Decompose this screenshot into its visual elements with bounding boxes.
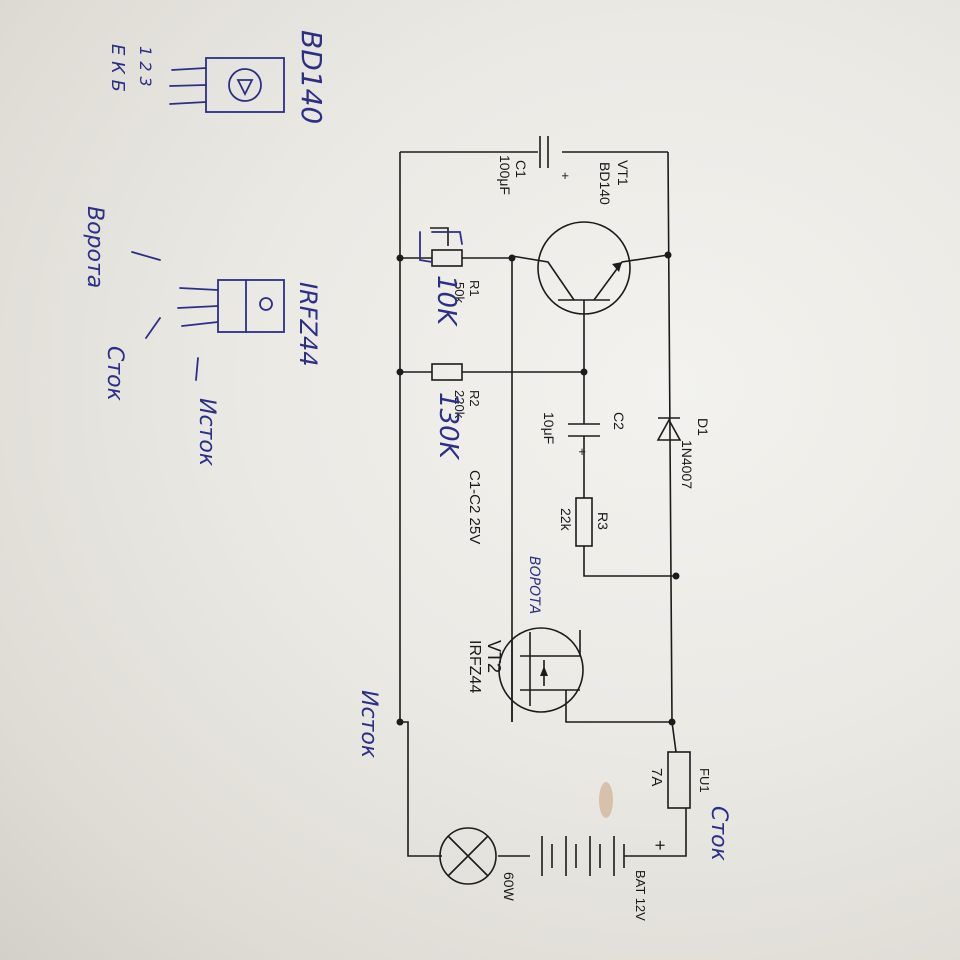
r2-printed-value: 220k <box>452 390 467 419</box>
vt2-source-note: Исток <box>356 690 381 759</box>
c2-plus: + <box>575 448 590 456</box>
left-rail-lower-wire <box>400 721 442 857</box>
fu1-fuse: FU1 7A Сток <box>648 721 731 862</box>
bat-plus: + <box>650 840 670 851</box>
lamp-value: 60W <box>501 872 517 902</box>
bat-value: BAT 12V <box>633 870 648 921</box>
d1-diode: D1 1N4007 <box>656 417 711 489</box>
vt2-gate-note: ВОРОТА <box>526 556 542 614</box>
vt2-part: IRFZ44 <box>466 640 483 693</box>
r3-resistor: R3 22k <box>558 497 676 577</box>
c2-ref: C2 <box>611 412 627 430</box>
fu1-ref: FU1 <box>697 768 712 793</box>
stain <box>599 782 613 818</box>
bd140-title: BD140 <box>295 30 328 124</box>
fu1-value: 7A <box>648 768 665 786</box>
r1-printed-value: 50k <box>452 282 467 303</box>
irfz44-sketch: IRFZ44 Ворота Сток Исток <box>82 206 322 467</box>
vt1-part: BD140 <box>597 162 613 205</box>
r1-ref: R1 <box>467 280 482 297</box>
r3-ref: R3 <box>595 512 611 530</box>
d1-ref: D1 <box>695 418 711 436</box>
r2-ref: R2 <box>467 390 482 407</box>
c2-capacitor: + C2 10μF <box>541 372 627 498</box>
bd140-sketch: 1 2 3 Е К Б BD140 <box>107 30 328 124</box>
r1-handwritten-bracket <box>419 231 463 263</box>
irfz44-title: IRFZ44 <box>294 282 322 367</box>
bd140-pin-letters: Е К Б <box>107 44 128 92</box>
c1-ref: C1 <box>513 160 529 178</box>
vt1-ref: VT1 <box>615 160 631 186</box>
source-label: Исток <box>194 398 219 467</box>
r3-value: 22k <box>558 508 574 532</box>
vt2-ref: VT2 <box>484 640 504 673</box>
fu1-drain-note: Сток <box>706 806 731 862</box>
battery: + BAT 12V <box>498 836 670 921</box>
vt2-mosfet: VT2 IRFZ44 ВОРОТА Исток <box>356 556 672 759</box>
drain-label: Сток <box>102 346 127 402</box>
r2-handwritten-value: 130K <box>433 392 463 461</box>
r1-handwritten-value: 10K <box>431 275 461 327</box>
d1-part: 1N4007 <box>679 440 695 489</box>
lamp: 60W <box>439 827 517 902</box>
r1-resistor: R1 50k 10K <box>400 227 513 722</box>
cap-voltage-note: C1-C2 25V <box>466 470 483 544</box>
bd140-pin-numbers: 1 2 3 <box>136 46 155 87</box>
schematic: + C1 100μF VT1 BD140 R1 50k 10K <box>356 136 731 921</box>
gate-label: Ворота <box>82 206 107 288</box>
c1-value: 100μF <box>497 155 513 195</box>
r2-resistor: R2 220k 130K <box>400 363 584 461</box>
right-rail-wire <box>667 151 673 723</box>
c1-capacitor: + C1 100μF <box>497 136 573 195</box>
vt1-transistor: VT1 BD140 <box>511 160 669 372</box>
c1-plus: + <box>558 172 573 180</box>
c2-value: 10μF <box>541 412 557 444</box>
